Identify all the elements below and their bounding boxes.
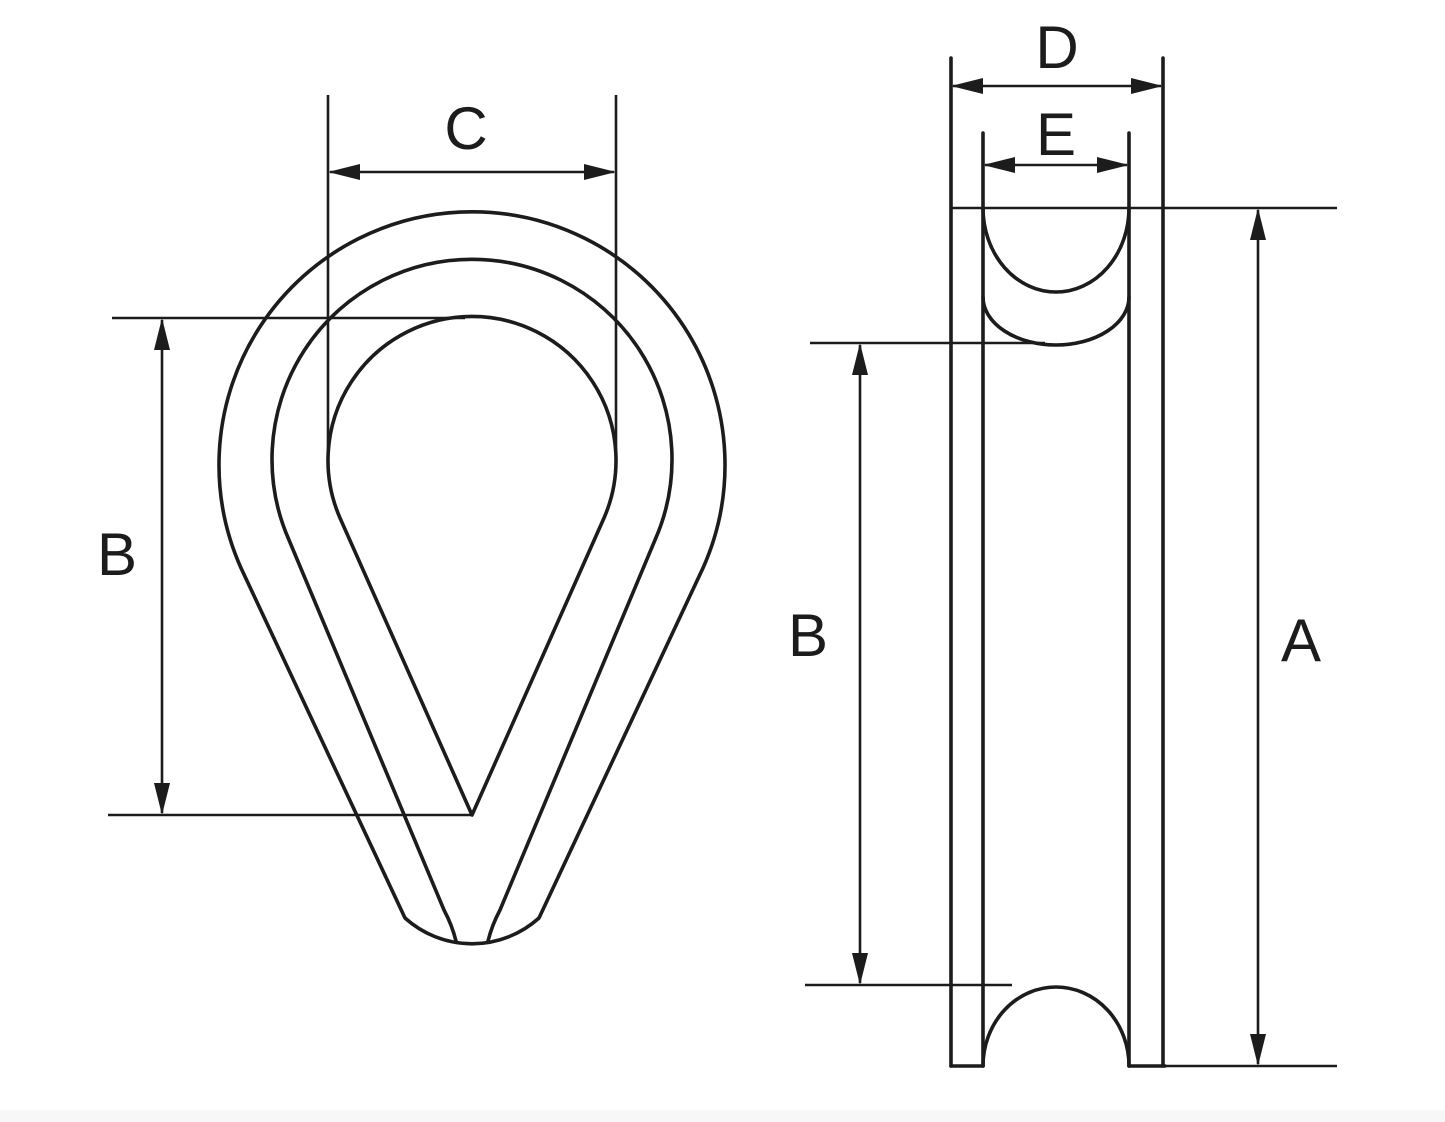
side-view: D E A (788, 14, 1337, 1068)
side-saddle-lower-arc (981, 295, 1131, 347)
side-saddle-upper-arc (981, 206, 1131, 294)
front-middle-contour (270, 257, 674, 943)
dim-b-front-arrowhead-top (154, 318, 170, 350)
dim-a-arrowhead-bottom (1250, 1034, 1266, 1066)
dimension-e: E (983, 101, 1129, 173)
dimension-b-side: B (788, 341, 1045, 987)
dim-e-arrowhead-left (983, 157, 1015, 173)
dim-d-arrowhead-right (1131, 78, 1163, 94)
dimension-d: D (951, 14, 1163, 94)
dim-d-label: D (1035, 14, 1078, 81)
dim-c-label: C (444, 95, 487, 162)
dim-c-arrowhead-right (584, 164, 616, 180)
dim-c-arrowhead-left (328, 164, 360, 180)
side-bottom-groove-arc (981, 985, 1131, 1068)
front-view: C B (97, 95, 727, 946)
dimension-a: A (951, 206, 1337, 1068)
dimension-b-front: B (97, 316, 472, 817)
dim-a-label: A (1281, 607, 1321, 674)
dim-e-arrowhead-right (1097, 157, 1129, 173)
front-outer-contour (217, 210, 727, 946)
dim-b-side-arrowhead-bottom (852, 953, 868, 985)
dimension-c: C (326, 95, 618, 460)
dim-b-side-arrowhead-top (852, 343, 868, 375)
footer-band (0, 1110, 1445, 1122)
dim-a-arrowhead-top (1250, 208, 1266, 240)
dim-d-arrowhead-left (951, 78, 983, 94)
dim-e-label: E (1036, 101, 1076, 168)
dim-b-side-label: B (788, 602, 828, 669)
dim-b-front-label: B (97, 521, 137, 588)
dim-b-front-arrowhead-bottom (154, 783, 170, 815)
